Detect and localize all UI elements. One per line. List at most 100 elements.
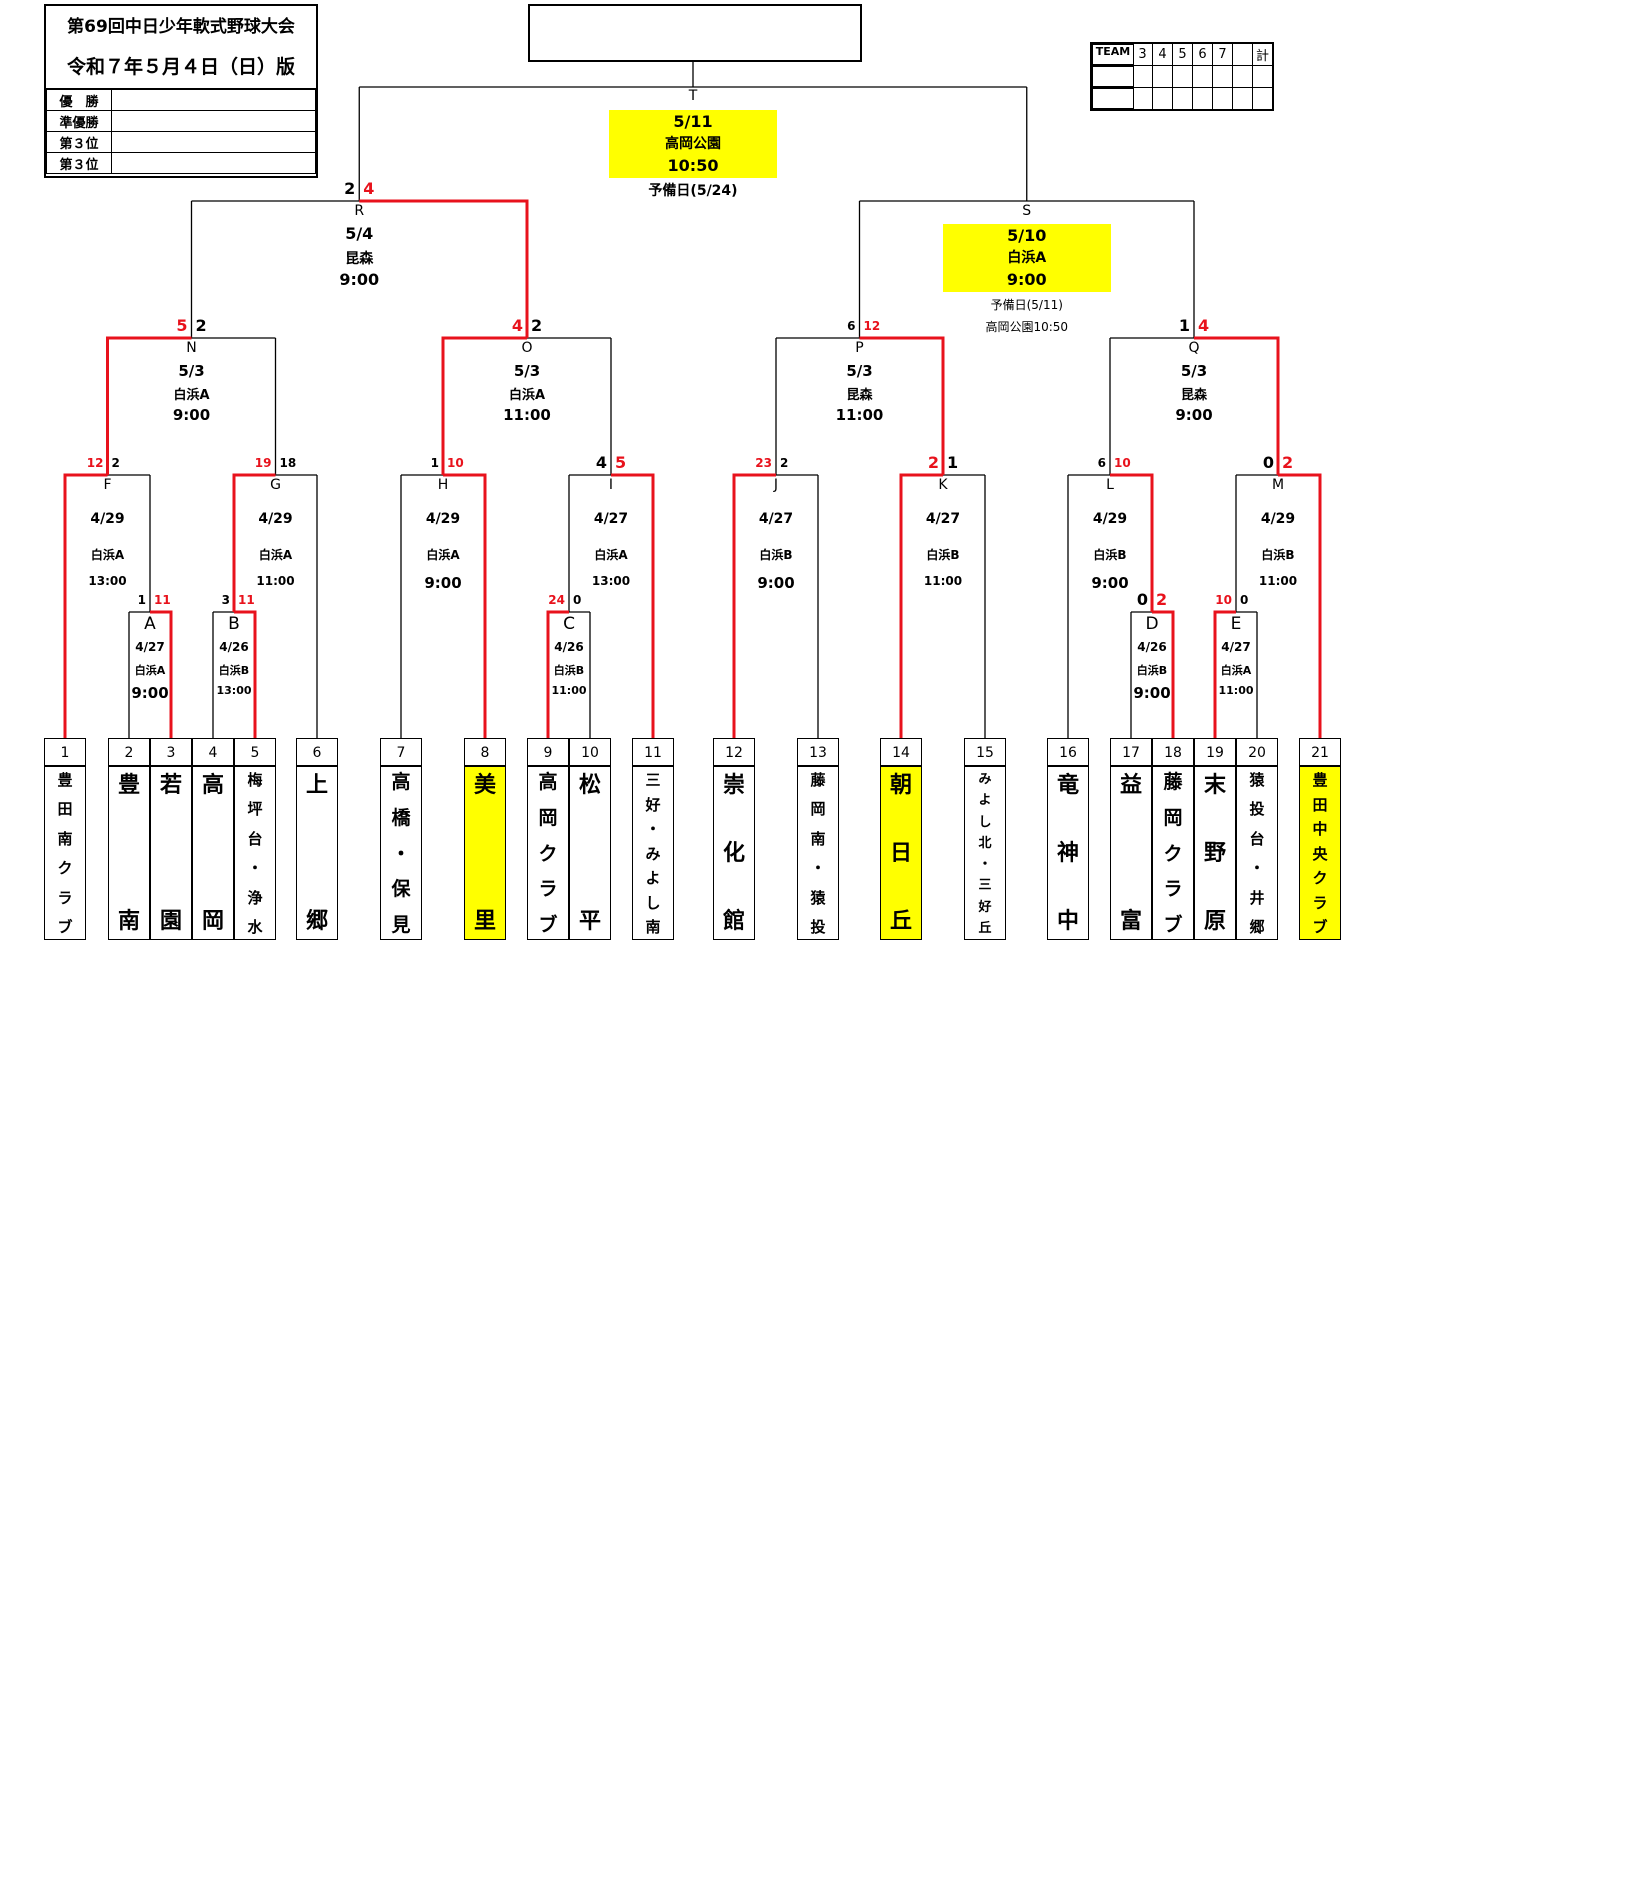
team-name-char: よ <box>978 793 992 809</box>
match-info-Q: 昆森 <box>1180 388 1208 403</box>
team-name-char: 北 <box>978 835 992 851</box>
team-name-char: 松 <box>578 773 601 798</box>
match-info-T: 5/11 <box>673 112 713 131</box>
match-info-Q: 5/3 <box>1180 362 1208 380</box>
team-name-box: 藤岡クラブ <box>1152 766 1194 940</box>
team-name-char: 台 <box>1249 829 1265 848</box>
match-info-G: 白浜A <box>258 548 293 562</box>
score-right-R: 4 <box>363 179 375 198</box>
team-name-char: 高 <box>538 771 558 793</box>
team-number: 2 <box>108 738 150 766</box>
team-name-char: ・ <box>810 859 826 878</box>
team-number: 12 <box>713 738 755 766</box>
team-name-char: 神 <box>1056 841 1079 866</box>
team-name-box: 高岡クラブ <box>527 766 569 940</box>
team-name-box: 藤岡南・猿投 <box>797 766 839 940</box>
team-cell <box>1092 87 1134 109</box>
team-name-char: 末 <box>1203 773 1226 798</box>
team-name-char: 中 <box>1312 820 1328 838</box>
team-name-char: 朝 <box>889 773 912 798</box>
match-info-P: 5/3 <box>846 362 873 380</box>
team-name-box: 上郷 <box>296 766 338 940</box>
team-name-char: 水 <box>247 918 263 936</box>
match-letter-J: J <box>773 477 779 493</box>
score-right-P: 12 <box>863 319 881 333</box>
team-name-char: 台 <box>247 829 263 848</box>
team-cell <box>1092 65 1134 87</box>
match-letter-G: G <box>270 477 281 493</box>
team-number: 6 <box>296 738 338 766</box>
match-info-I: 4/27 <box>593 511 629 527</box>
team-name-char: 藤 <box>810 771 826 789</box>
match-info-E: 11:00 <box>1218 684 1254 697</box>
team-name-char: 日 <box>889 841 912 866</box>
place-label: 第３位 <box>46 131 112 153</box>
team-number: 3 <box>150 738 192 766</box>
score-left-B: 3 <box>221 593 230 607</box>
match-letter-B: B <box>228 614 240 634</box>
match-info-M: 白浜B <box>1261 548 1295 562</box>
match-info-B: 4/26 <box>219 640 249 654</box>
team-name-char: 浄 <box>247 888 263 907</box>
team-name-box: 竜神中 <box>1047 766 1089 940</box>
team-number: 4 <box>192 738 234 766</box>
match-info-C: 11:00 <box>551 684 587 697</box>
score-left-J: 23 <box>755 456 772 470</box>
team-name-box: 美里 <box>464 766 506 940</box>
reserve-date-T: 予備日(5/24) <box>648 183 738 199</box>
match-info-R: 9:00 <box>339 270 380 289</box>
score-right-Q: 4 <box>1198 316 1210 335</box>
team-name-box: 若園 <box>150 766 192 940</box>
match-info-R: 昆森 <box>345 251 374 267</box>
team-name-char: ラ <box>1163 878 1183 901</box>
team-name-box: 高岡 <box>192 766 234 940</box>
team-name-char: 郷 <box>1249 918 1265 936</box>
team-name-box: 猿投台・井郷 <box>1236 766 1278 940</box>
match-info-A: 白浜A <box>134 664 166 677</box>
team-name-char: し <box>645 893 661 912</box>
team-name-char: 丘 <box>978 921 992 936</box>
team-name-char: 央 <box>1312 844 1328 863</box>
team-number: 19 <box>1194 738 1236 766</box>
team-name-char: 井 <box>1249 888 1265 907</box>
score-right-H: 10 <box>447 456 464 470</box>
team-number: 11 <box>632 738 674 766</box>
match-letter-K: K <box>938 477 948 493</box>
team-name-char: し <box>978 814 992 830</box>
team-name-char: 見 <box>391 914 411 936</box>
match-info-C: 4/26 <box>554 640 584 654</box>
match-letter-M: M <box>1271 477 1285 493</box>
total-header: 計 <box>1252 42 1274 66</box>
match-info-L: 白浜B <box>1093 548 1127 562</box>
score-left-G: 19 <box>254 456 272 470</box>
team-name-char: 坪 <box>247 800 263 819</box>
team-name-char: 田 <box>1312 795 1328 814</box>
match-letter-D: D <box>1145 614 1159 634</box>
team-name-char: 田 <box>57 800 73 819</box>
team-name-char: 岡 <box>810 800 826 819</box>
team-name-char: 益 <box>1119 773 1142 798</box>
place-label: 第３位 <box>46 152 112 174</box>
team-name-box: 三好・みよし南 <box>632 766 674 940</box>
score-left-E: 10 <box>1215 593 1232 607</box>
match-letter-T: T <box>688 88 698 104</box>
team-name-char: 投 <box>1249 800 1265 819</box>
match-info-M: 4/29 <box>1260 511 1296 527</box>
match-info-R: 5/4 <box>345 224 374 243</box>
team-name-char: ク <box>1312 869 1328 887</box>
match-letter-Q: Q <box>1188 340 1200 356</box>
match-info-P: 11:00 <box>835 406 884 424</box>
team-name-char: 三 <box>978 878 992 894</box>
team-name-char: 園 <box>159 909 182 934</box>
score-left-H: 1 <box>430 456 439 470</box>
team-name-char: ク <box>538 842 558 865</box>
match-info-F: 13:00 <box>88 574 127 588</box>
score-right-L: 10 <box>1114 456 1131 470</box>
team-name-char: 豊 <box>57 771 73 789</box>
team-name-char: 美 <box>473 773 496 798</box>
score-cell <box>1232 65 1253 88</box>
score-left-F: 12 <box>86 456 104 470</box>
score-right-J: 2 <box>780 456 789 470</box>
team-number: 20 <box>1236 738 1278 766</box>
